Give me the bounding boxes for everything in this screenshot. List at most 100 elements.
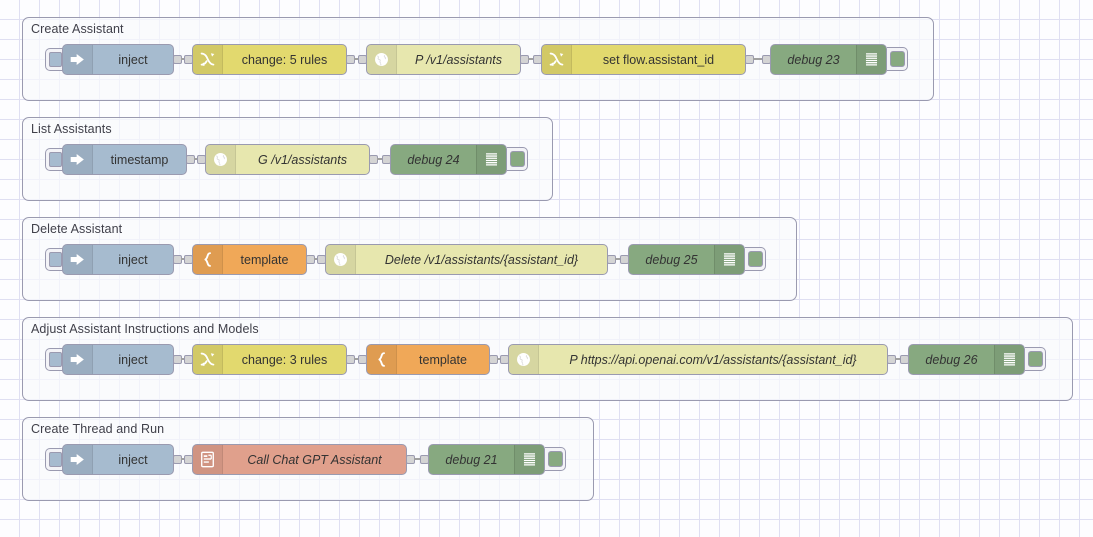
arrow-right-icon: [63, 445, 93, 474]
debug-enable-swatch: [509, 151, 525, 167]
inject-trigger-swatch: [48, 452, 62, 467]
node-input-port[interactable]: [382, 155, 391, 164]
flow-wire[interactable]: [753, 58, 762, 60]
switch-icon: [193, 45, 223, 74]
hamburger-icon: [714, 245, 744, 274]
node-input-port[interactable]: [358, 355, 367, 364]
node-inject[interactable]: inject: [62, 344, 174, 375]
node-input-port[interactable]: [184, 255, 193, 264]
node-openai[interactable]: Call Chat GPT Assistant: [192, 444, 407, 475]
inject-trigger-swatch: [48, 252, 62, 267]
globe-icon: [367, 45, 397, 74]
node-http-request[interactable]: G /v1/assistants: [205, 144, 370, 175]
node-label: P https://api.openai.com/v1/assistants/{…: [569, 352, 857, 367]
node-label: change: 5 rules: [241, 52, 328, 67]
flow-wire[interactable]: [181, 358, 184, 360]
flow-wire[interactable]: [354, 58, 358, 60]
node-debug[interactable]: debug 24: [390, 144, 507, 175]
flow-wire[interactable]: [414, 458, 420, 460]
node-input-port[interactable]: [420, 455, 429, 464]
node-http-request[interactable]: P https://api.openai.com/v1/assistants/{…: [508, 344, 888, 375]
node-inject[interactable]: inject: [62, 444, 174, 475]
node-input-port[interactable]: [620, 255, 629, 264]
node-debug[interactable]: debug 21: [428, 444, 545, 475]
node-label: inject: [118, 352, 148, 367]
node-input-port[interactable]: [184, 355, 193, 364]
node-inject[interactable]: timestamp: [62, 144, 187, 175]
debug-enable-button[interactable]: [1025, 347, 1046, 371]
node-http-request[interactable]: P /v1/assistants: [366, 44, 521, 75]
node-change[interactable]: change: 5 rules: [192, 44, 347, 75]
node-label: change: 3 rules: [241, 352, 328, 367]
flow-wire[interactable]: [354, 358, 358, 360]
node-input-port[interactable]: [500, 355, 509, 364]
inject-trigger-swatch: [48, 152, 62, 167]
node-input-port[interactable]: [197, 155, 206, 164]
arrow-right-icon: [63, 145, 93, 174]
debug-enable-swatch: [1027, 351, 1043, 367]
flow-wire[interactable]: [895, 358, 900, 360]
node-change[interactable]: set flow.assistant_id: [541, 44, 746, 75]
inject-trigger-swatch: [48, 352, 62, 367]
node-input-port[interactable]: [900, 355, 909, 364]
flow-wire[interactable]: [194, 158, 197, 160]
debug-enable-button[interactable]: [545, 447, 566, 471]
node-change[interactable]: change: 3 rules: [192, 344, 347, 375]
node-label: Call Chat GPT Assistant: [247, 452, 382, 467]
node-inject[interactable]: inject: [62, 44, 174, 75]
node-input-port[interactable]: [533, 55, 542, 64]
hamburger-icon: [476, 145, 506, 174]
group-label: Create Thread and Run: [31, 422, 165, 436]
node-template[interactable]: template: [192, 244, 307, 275]
node-label: debug 21: [445, 452, 498, 467]
arrow-right-icon: [63, 345, 93, 374]
node-input-port[interactable]: [184, 455, 193, 464]
arrow-right-icon: [63, 45, 93, 74]
node-inject[interactable]: inject: [62, 244, 174, 275]
flow-wire[interactable]: [528, 58, 533, 60]
debug-enable-button[interactable]: [745, 247, 766, 271]
flow-wire[interactable]: [377, 158, 382, 160]
globe-icon: [206, 145, 236, 174]
flow-wire[interactable]: [497, 358, 500, 360]
node-input-port[interactable]: [762, 55, 771, 64]
node-http-request[interactable]: Delete /v1/assistants/{assistant_id}: [325, 244, 608, 275]
node-label: debug 25: [645, 252, 698, 267]
node-debug[interactable]: debug 25: [628, 244, 745, 275]
inject-trigger-swatch: [48, 52, 62, 67]
flow-wire[interactable]: [314, 258, 317, 260]
flow-wire[interactable]: [181, 458, 184, 460]
debug-enable-swatch: [547, 451, 563, 467]
node-input-port[interactable]: [358, 55, 367, 64]
debug-enable-swatch: [889, 51, 905, 67]
inject-trigger-button[interactable]: [45, 148, 64, 171]
node-debug[interactable]: debug 26: [908, 344, 1025, 375]
debug-enable-button[interactable]: [887, 47, 908, 71]
hamburger-icon: [994, 345, 1024, 374]
flow-wire[interactable]: [181, 258, 184, 260]
node-input-port[interactable]: [317, 255, 326, 264]
debug-enable-button[interactable]: [507, 147, 528, 171]
node-label: inject: [118, 452, 148, 467]
switch-icon: [193, 345, 223, 374]
node-template[interactable]: template: [366, 344, 490, 375]
node-input-port[interactable]: [184, 55, 193, 64]
brace-icon: [193, 245, 223, 274]
node-label: timestamp: [110, 152, 169, 167]
flow-wire[interactable]: [181, 58, 184, 60]
node-label: P /v1/assistants: [414, 52, 503, 67]
inject-trigger-button[interactable]: [45, 448, 64, 471]
hamburger-icon: [856, 45, 886, 74]
node-label: template: [240, 252, 289, 267]
inject-trigger-button[interactable]: [45, 348, 64, 371]
inject-trigger-button[interactable]: [45, 248, 64, 271]
brace-icon: [367, 345, 397, 374]
node-label: inject: [118, 252, 148, 267]
node-label: Delete /v1/assistants/{assistant_id}: [384, 252, 579, 267]
node-label: debug 23: [787, 52, 840, 67]
flow-wire[interactable]: [615, 258, 620, 260]
node-debug[interactable]: debug 23: [770, 44, 887, 75]
globe-icon: [509, 345, 539, 374]
inject-trigger-button[interactable]: [45, 48, 64, 71]
